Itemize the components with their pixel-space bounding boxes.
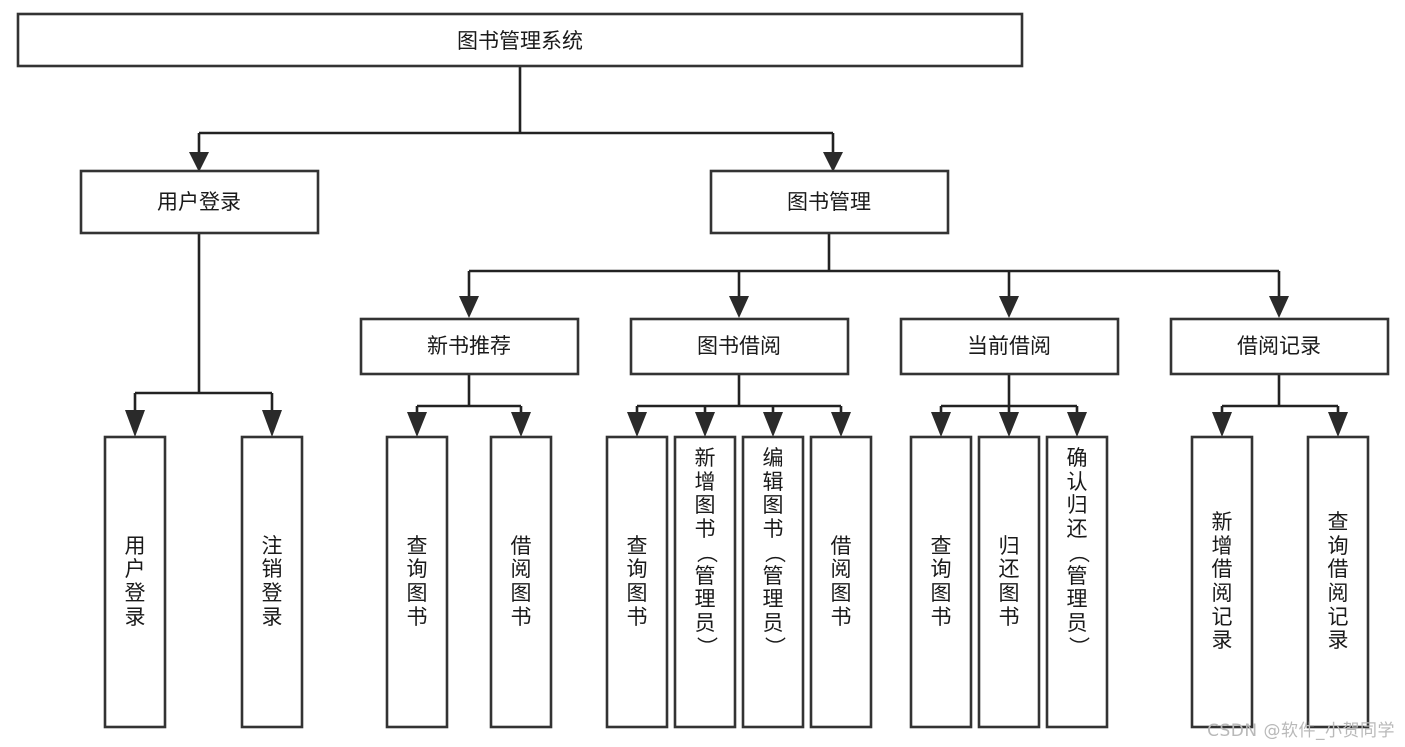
arrow-borrow-l4 bbox=[831, 412, 851, 437]
node-book-management-box[interactable] bbox=[709, 169, 950, 235]
leaf-box-record-1[interactable] bbox=[1190, 435, 1254, 729]
leaf-box-record-2[interactable] bbox=[1306, 435, 1370, 729]
connector-group-newbook bbox=[407, 374, 531, 437]
node-new-book-recommend-label: 新书推荐 bbox=[427, 334, 511, 358]
arrow-borrow-l3 bbox=[763, 412, 783, 437]
leaf-box-borrow-2[interactable] bbox=[673, 435, 737, 729]
node-book-borrow-label: 图书借阅 bbox=[697, 334, 781, 358]
node-book-management[interactable]: 图书管理 bbox=[709, 169, 950, 235]
arrow-root-to-user-login bbox=[189, 152, 209, 172]
node-book-management-label: 图书管理 bbox=[787, 190, 871, 214]
arrow-userlogin-l1 bbox=[125, 410, 145, 437]
connector-group-root bbox=[189, 67, 843, 172]
node-new-book-recommend-box[interactable] bbox=[359, 317, 580, 376]
leaf-box-current-3[interactable] bbox=[1045, 435, 1109, 729]
leaf-box-current-2[interactable] bbox=[977, 435, 1041, 729]
node-current-borrow-label: 当前借阅 bbox=[967, 334, 1051, 358]
arrow-record-l2 bbox=[1328, 412, 1348, 437]
node-book-borrow-box[interactable] bbox=[629, 317, 850, 376]
leaf-box-borrow-4[interactable] bbox=[809, 435, 873, 729]
node-current-borrow[interactable]: 当前借阅 bbox=[899, 317, 1120, 376]
arrow-current-l3 bbox=[1067, 412, 1087, 437]
node-root-box[interactable] bbox=[16, 12, 1024, 68]
connector-group-borrow bbox=[627, 374, 851, 437]
connector-group-record bbox=[1212, 374, 1348, 437]
connector-group-user-login bbox=[125, 233, 282, 437]
node-user-login[interactable]: 用户登录 bbox=[79, 169, 320, 235]
arrow-current-l1 bbox=[931, 412, 951, 437]
arrow-newbook-l1 bbox=[407, 412, 427, 437]
leaf-box-newbook-1[interactable] bbox=[385, 435, 449, 729]
arrow-userlogin-l2 bbox=[262, 410, 282, 437]
arrow-current-l2 bbox=[999, 412, 1019, 437]
node-borrow-record[interactable]: 借阅记录 bbox=[1169, 317, 1390, 376]
arrow-borrow-l1 bbox=[627, 412, 647, 437]
leaf-box-current-1[interactable] bbox=[909, 435, 973, 729]
leaf-box-newbook-2[interactable] bbox=[489, 435, 553, 729]
leaf-box-borrow-1[interactable] bbox=[605, 435, 669, 729]
leaf-box-borrow-3[interactable] bbox=[741, 435, 805, 729]
node-borrow-record-box[interactable] bbox=[1169, 317, 1390, 376]
node-root-label: 图书管理系统 bbox=[457, 29, 583, 53]
node-root-book-system[interactable]: 图书管理系统 bbox=[16, 12, 1024, 68]
arrow-borrow-l2 bbox=[695, 412, 715, 437]
node-user-login-label: 用户登录 bbox=[157, 190, 241, 214]
node-book-borrow[interactable]: 图书借阅 bbox=[629, 317, 850, 376]
node-current-borrow-box[interactable] bbox=[899, 317, 1120, 376]
node-borrow-record-label: 借阅记录 bbox=[1237, 334, 1321, 358]
leaf-box-user-login-2[interactable] bbox=[240, 435, 304, 729]
arrow-root-to-book-mgmt bbox=[823, 152, 843, 172]
connector-group-book-mgmt bbox=[459, 233, 1289, 318]
arrow-record-l1 bbox=[1212, 412, 1232, 437]
arrow-to-record bbox=[1269, 296, 1289, 318]
connector-group-current bbox=[931, 374, 1087, 437]
arrow-to-borrow bbox=[729, 296, 749, 318]
arrow-newbook-l2 bbox=[511, 412, 531, 437]
leaf-box-user-login-1[interactable] bbox=[103, 435, 167, 729]
watermark: CSDN @软件_小贺同学 bbox=[1207, 721, 1395, 741]
node-new-book-recommend[interactable]: 新书推荐 bbox=[359, 317, 580, 376]
arrow-to-newbook bbox=[459, 296, 479, 318]
arrow-to-current bbox=[999, 296, 1019, 318]
node-user-login-box[interactable] bbox=[79, 169, 320, 235]
